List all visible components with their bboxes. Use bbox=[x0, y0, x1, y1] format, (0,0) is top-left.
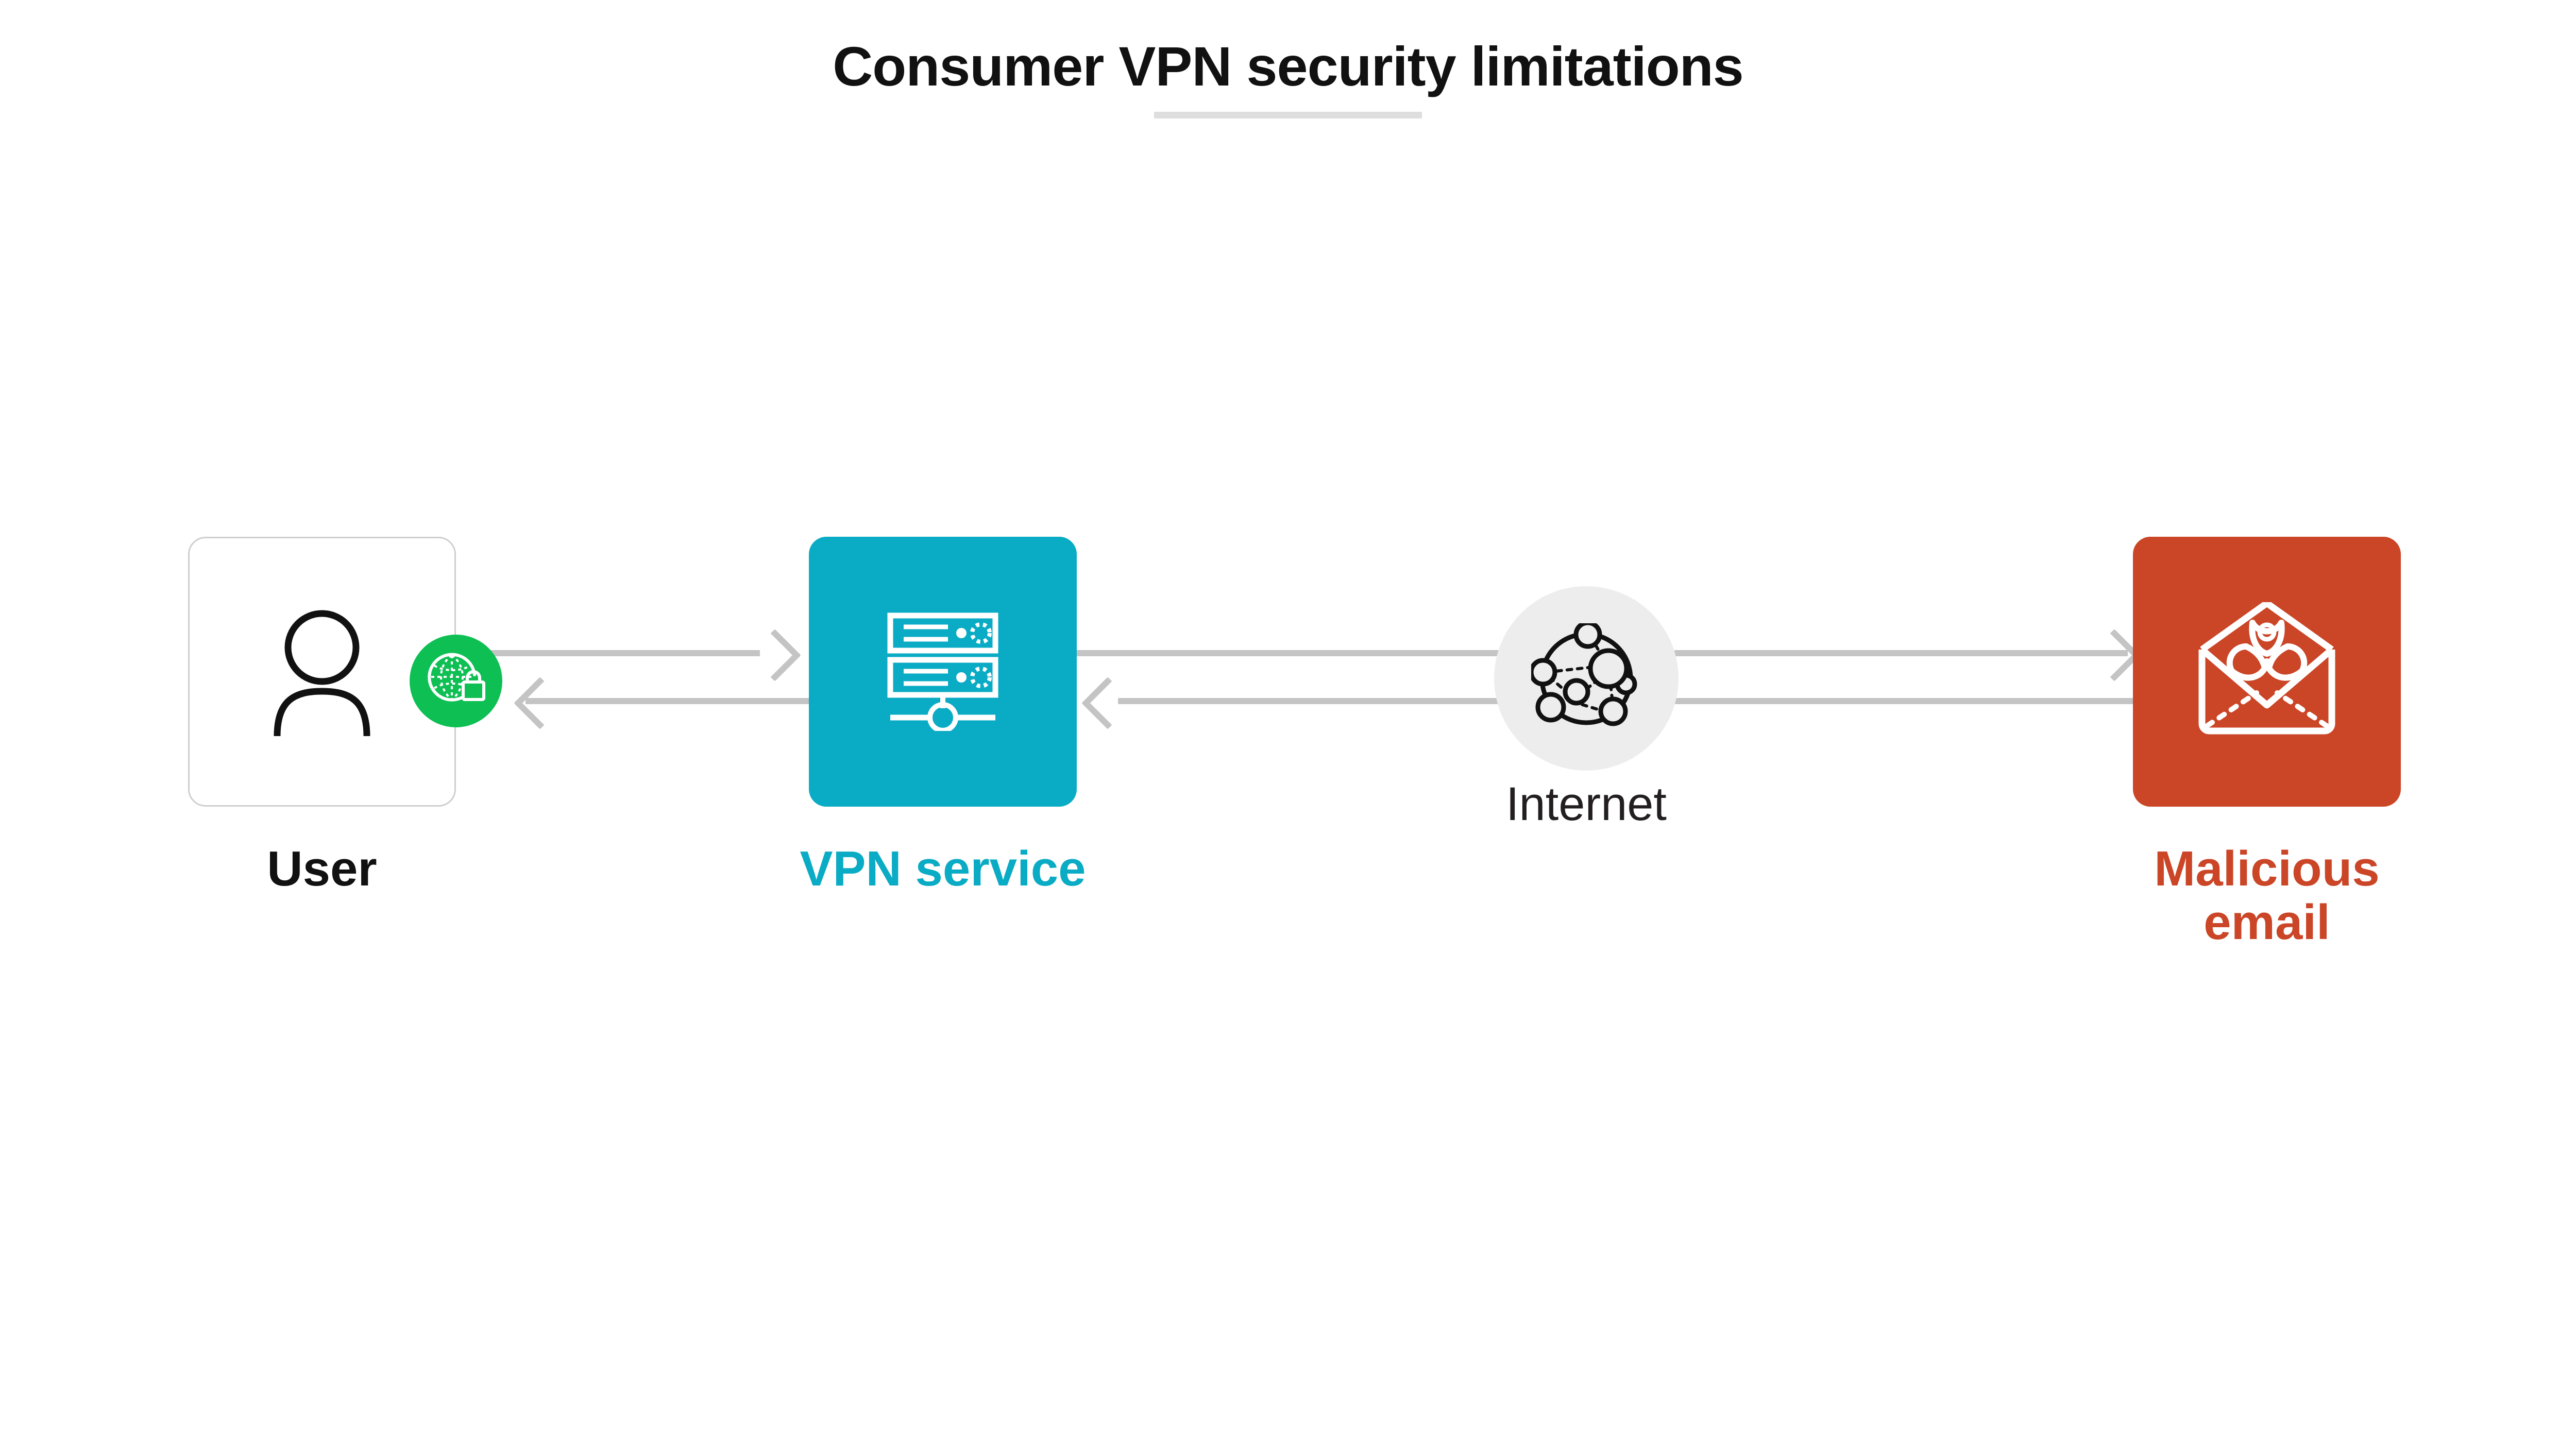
envelope-biohazard-icon bbox=[2195, 602, 2339, 741]
globe-lock-icon bbox=[425, 650, 487, 712]
connector-user-to-vpn bbox=[482, 650, 760, 656]
globe-lock-badge[interactable] bbox=[410, 635, 502, 727]
arrowhead-left-internet-to-vpn bbox=[1081, 677, 1134, 729]
connector-vpn-to-user bbox=[526, 698, 809, 704]
connector-vpn-to-internet bbox=[1077, 650, 1504, 656]
node-label-malicious-email: Malicious email bbox=[2154, 841, 2380, 950]
connector-email-to-internet bbox=[1674, 698, 2133, 704]
node-internet[interactable] bbox=[1494, 586, 1679, 771]
connector-internet-to-vpn bbox=[1118, 698, 1510, 704]
header: Consumer VPN security limitations bbox=[0, 36, 2576, 118]
person-icon bbox=[263, 607, 381, 736]
node-vpn-service[interactable] bbox=[809, 537, 1077, 807]
arrowhead-left-vpn-to-user bbox=[514, 677, 566, 729]
page-title: Consumer VPN security limitations bbox=[833, 35, 1743, 97]
server-rack-network-icon bbox=[886, 612, 999, 731]
network-globe-icon bbox=[1531, 623, 1642, 734]
node-label-internet: Internet bbox=[1506, 778, 1667, 830]
connector-internet-to-email bbox=[1674, 650, 2128, 656]
node-label-vpn-service: VPN service bbox=[800, 841, 1086, 896]
node-label-user: User bbox=[267, 841, 377, 896]
node-malicious-email[interactable] bbox=[2133, 537, 2401, 807]
arrowhead-right-user-to-vpn bbox=[749, 629, 801, 681]
title-divider bbox=[1154, 111, 1422, 118]
